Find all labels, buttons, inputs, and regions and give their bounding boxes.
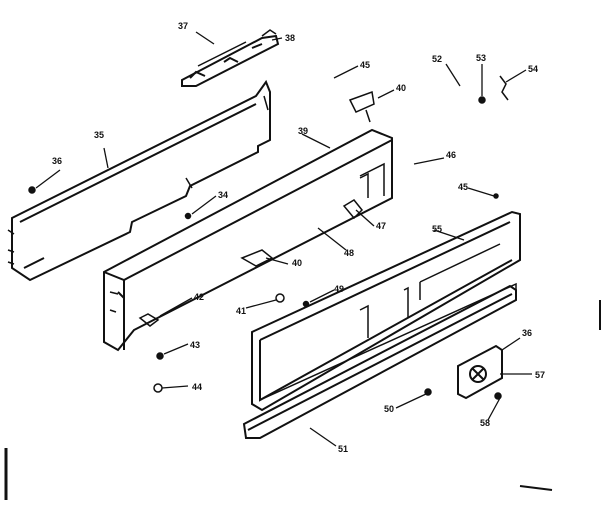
label-45a: 45 bbox=[360, 60, 370, 70]
label-53: 53 bbox=[476, 53, 486, 63]
label-58: 58 bbox=[480, 418, 490, 428]
leader-lines bbox=[35, 31, 553, 491]
label-43: 43 bbox=[190, 340, 200, 350]
label-45b: 45 bbox=[458, 182, 468, 192]
label-46: 46 bbox=[446, 150, 456, 160]
label-50: 50 bbox=[384, 404, 394, 414]
label-51: 51 bbox=[338, 444, 348, 454]
label-57: 57 bbox=[535, 370, 545, 380]
console-body bbox=[103, 128, 393, 352]
label-55: 55 bbox=[432, 224, 442, 234]
label-48: 48 bbox=[344, 248, 354, 258]
label-40b: 40 bbox=[292, 258, 302, 268]
rear-panel bbox=[7, 79, 271, 282]
label-54: 54 bbox=[528, 64, 538, 74]
part-labels: 37 38 45 40 52 53 54 35 36 39 46 45 34 4… bbox=[52, 21, 545, 454]
label-41: 41 bbox=[236, 306, 246, 316]
label-36b: 36 bbox=[522, 328, 532, 338]
label-40a: 40 bbox=[396, 83, 406, 93]
small-parts bbox=[28, 75, 509, 400]
label-35: 35 bbox=[94, 130, 104, 140]
label-39: 39 bbox=[298, 126, 308, 136]
label-52: 52 bbox=[432, 54, 442, 64]
top-bracket bbox=[181, 29, 280, 87]
trim-strip bbox=[242, 282, 517, 439]
label-47: 47 bbox=[376, 221, 386, 231]
switch-housing bbox=[457, 344, 503, 400]
label-37: 37 bbox=[178, 21, 188, 31]
label-38: 38 bbox=[285, 33, 295, 43]
label-44: 44 bbox=[192, 382, 202, 392]
label-42: 42 bbox=[194, 292, 204, 302]
label-34: 34 bbox=[218, 190, 228, 200]
label-49: 49 bbox=[334, 284, 344, 294]
label-36a: 36 bbox=[52, 156, 62, 166]
